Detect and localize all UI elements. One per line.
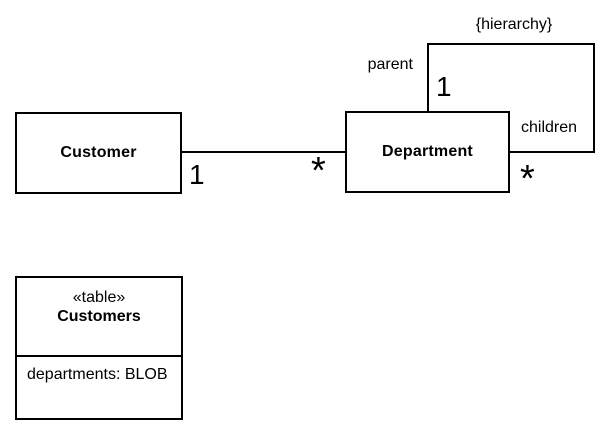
customer-class-name: Customer: [60, 144, 137, 161]
hierarchy-loop-bottom-segment: [510, 151, 595, 153]
customers-table-attributes: departments: BLOB: [17, 357, 181, 384]
customer-end-multiplicity: 1: [189, 159, 205, 190]
children-role-label: children: [521, 119, 578, 136]
department-class-name: Department: [382, 143, 473, 160]
parent-multiplicity: 1: [436, 71, 452, 102]
customers-table-box: «table» Customers departments: BLOB: [15, 276, 183, 420]
department-class-box: Department: [345, 111, 510, 193]
customers-table-name: Customers: [57, 308, 141, 325]
association-line-customer-department: [181, 151, 345, 153]
children-multiplicity: *: [520, 158, 535, 200]
table-stereotype-label: «table»: [72, 289, 126, 306]
parent-role-label: parent: [367, 56, 413, 73]
customer-class-box: Customer: [15, 112, 182, 194]
customers-table-header: «table» Customers: [17, 278, 181, 357]
hierarchy-loop-top-segment: [427, 43, 595, 45]
departments-attribute: departments: BLOB: [27, 366, 168, 383]
department-end-multiplicity: *: [311, 150, 326, 192]
hierarchy-loop-right-segment: [593, 43, 595, 153]
hierarchy-constraint-label: {hierarchy}: [475, 16, 553, 33]
hierarchy-loop-left-segment: [427, 43, 429, 112]
